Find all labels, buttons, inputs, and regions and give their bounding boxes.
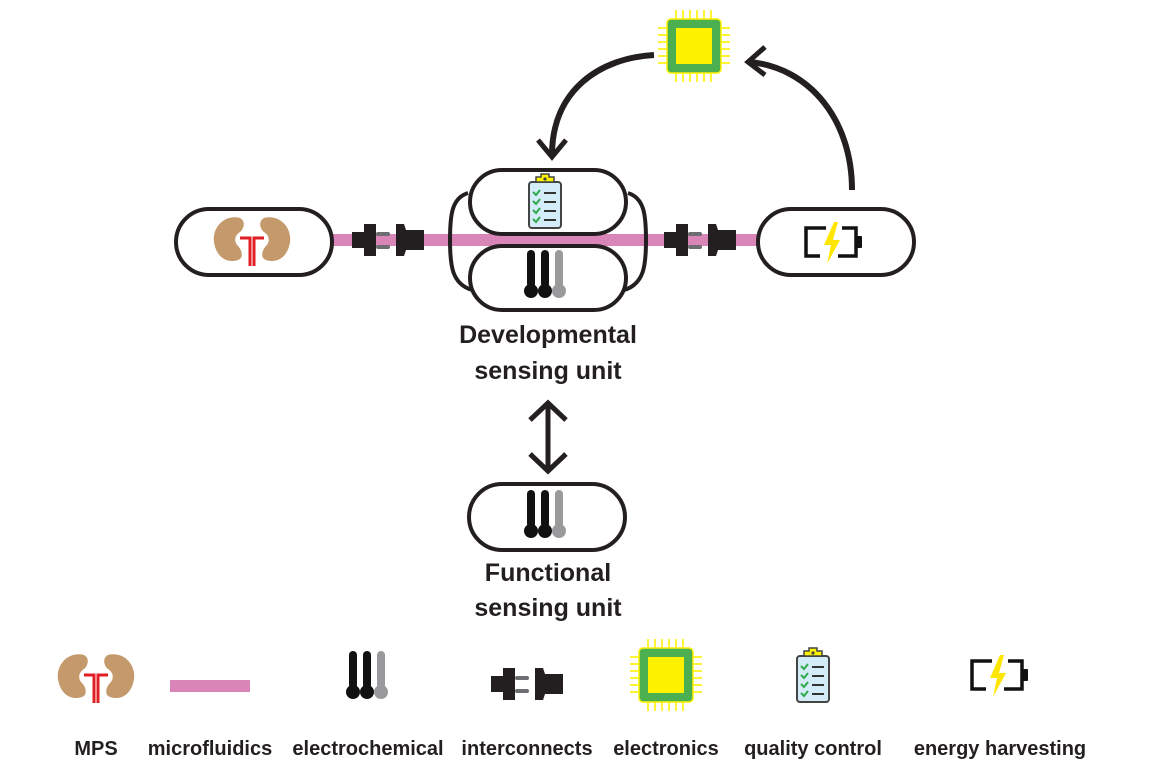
mps-node xyxy=(174,207,334,277)
microfluidics-bar-icon xyxy=(170,680,250,692)
energy-harvesting-node xyxy=(756,207,916,277)
legend-item-interconnects: interconnects xyxy=(461,668,593,760)
legend-label: microfluidics xyxy=(148,738,272,760)
electrode-icon xyxy=(524,490,566,538)
plug-icon xyxy=(491,668,563,700)
legend-label: quality control xyxy=(744,738,882,760)
electrode-icon xyxy=(524,250,566,298)
functional-unit-label-line1: Functional xyxy=(485,559,611,587)
battery-icon xyxy=(970,653,1030,699)
developmental-unit-label-line2: sensing unit xyxy=(474,357,622,385)
legend-item-electronics: electronics xyxy=(613,638,719,760)
developmental-unit-label-line1: Developmental xyxy=(459,321,637,349)
developmental-sensing-unit: Developmental sensing unit xyxy=(447,168,649,385)
legend-label: energy harvesting xyxy=(914,738,1086,760)
legend-item-mps: MPS xyxy=(56,652,136,760)
chip-icon xyxy=(629,638,703,712)
legend-label: interconnects xyxy=(461,738,592,760)
legend-item-microfluidics: microfluidics xyxy=(148,680,272,760)
bidirectional-arrow xyxy=(528,399,568,475)
functional-unit-label-line2: sensing unit xyxy=(474,594,622,622)
legend-item-electrochemical: electrochemical xyxy=(292,651,444,760)
legend-label: MPS xyxy=(74,738,117,760)
legend-item-quality-control: quality control xyxy=(744,647,882,760)
clipboard-icon xyxy=(796,647,830,703)
legend-item-energy-harvesting: energy harvesting xyxy=(914,653,1086,760)
chip-icon xyxy=(657,9,731,83)
arrow-energy-to-electronics xyxy=(744,45,855,191)
microfluidic-channel xyxy=(330,234,760,246)
arrow-electronics-to-developmental xyxy=(536,52,655,161)
functional-sensing-unit: Functional sensing unit xyxy=(467,482,627,622)
legend-label: electrochemical xyxy=(292,738,443,760)
electrode-icon xyxy=(346,651,388,699)
legend-label: electronics xyxy=(613,738,719,760)
clipboard-icon xyxy=(528,173,562,229)
kidney-icon xyxy=(56,652,136,705)
legend: MPS microfluidics electrochemical interc… xyxy=(56,638,1086,760)
